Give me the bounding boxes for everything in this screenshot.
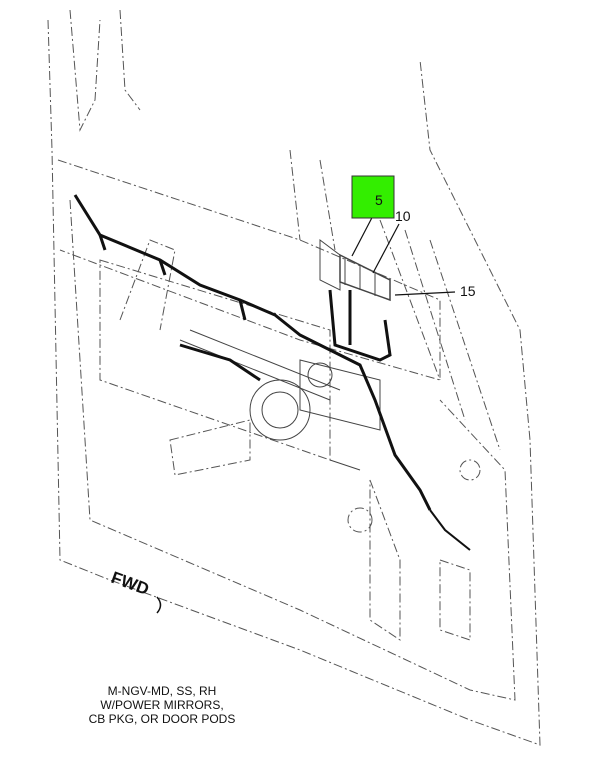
wiring-harness	[73, 194, 471, 551]
caption-line: M-NGV-MD, SS, RH	[107, 684, 217, 698]
leader-15	[394, 291, 456, 296]
diagram-caption: M-NGV-MD, SS, RH W/POWER MIRRORS, CB PKG…	[62, 684, 262, 726]
forward-direction-label: FWD	[109, 568, 152, 599]
callout-15[interactable]: 15	[460, 283, 476, 299]
leader-10	[372, 223, 400, 274]
callout-5-highlight[interactable]	[351, 175, 395, 219]
window-regulator	[179, 329, 381, 471]
caption-line: CB PKG, OR DOOR PODS	[88, 712, 236, 726]
caption-line: W/POWER MIRRORS,	[100, 698, 224, 712]
forward-arrow-icon	[156, 596, 162, 614]
callout-5[interactable]: 5	[375, 192, 383, 208]
door-outline	[47, 9, 541, 746]
callout-10[interactable]: 10	[395, 208, 411, 224]
